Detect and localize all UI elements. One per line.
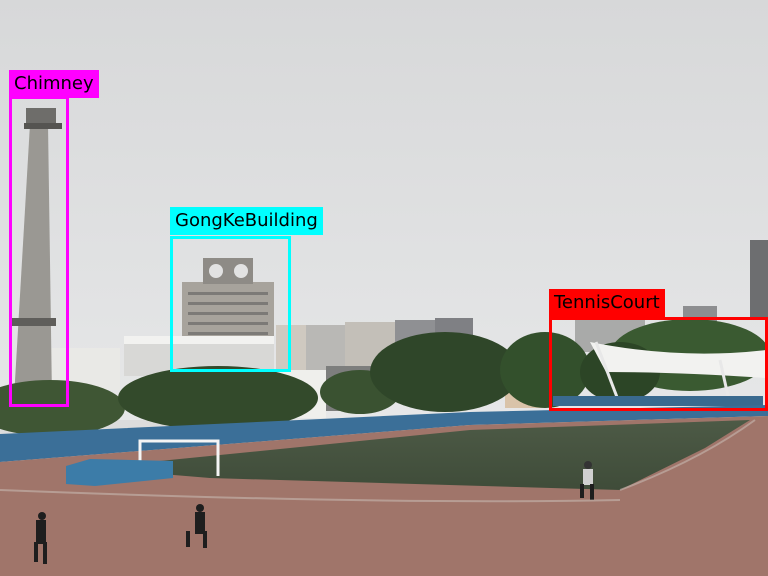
blue-mat (66, 459, 173, 486)
chimney (10, 108, 62, 398)
tennis-court-bounding-box (549, 317, 768, 411)
tennis-court-canopy (553, 341, 766, 406)
chimney-bounding-box (9, 96, 69, 407)
stadium-fence (0, 405, 768, 462)
chimney-label: Chimney (9, 70, 99, 98)
track-lines (0, 419, 756, 503)
gongke-building-label: GongKeBuilding (170, 207, 323, 235)
tennis-court-label: TennisCourt (549, 289, 665, 317)
gongke-building-bounding-box (170, 236, 291, 372)
goal (138, 439, 220, 476)
runners (34, 461, 594, 564)
